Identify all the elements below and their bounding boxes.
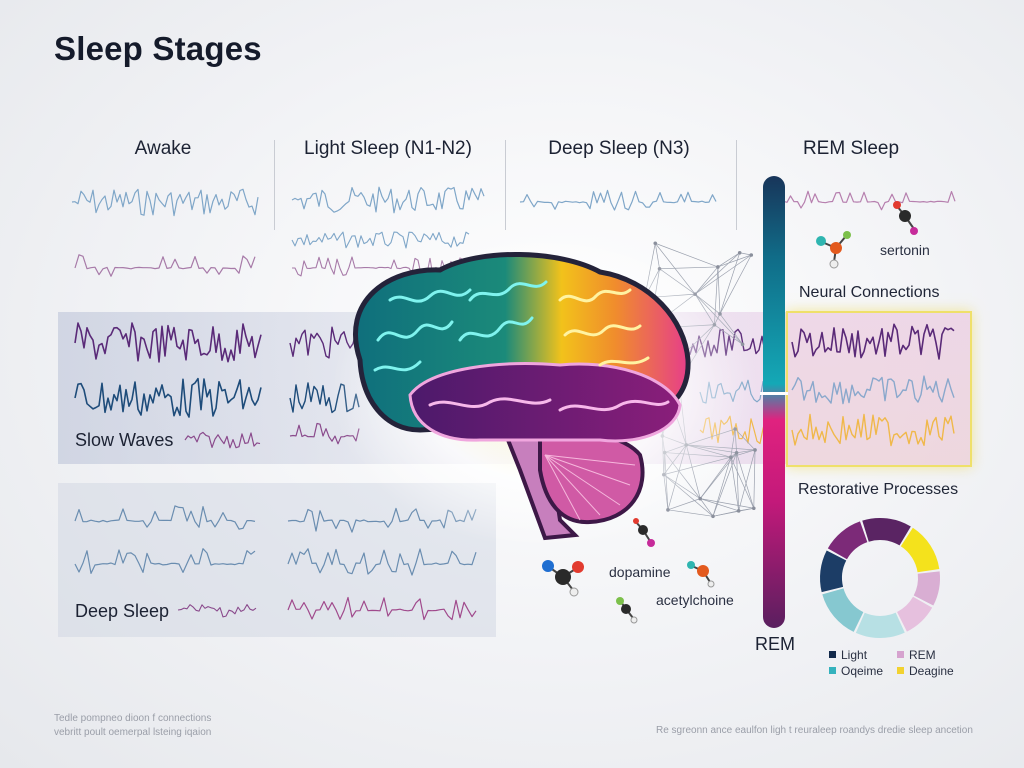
sleep-stage-gradient-bar [763,176,785,628]
neuro-molecule-icon [816,231,851,269]
eeg-wave [791,413,955,447]
donut-legend: Light REM Oqeime Deagine [829,648,969,684]
column-divider [274,140,275,230]
legend-label: Deagine [909,664,954,678]
eeg-wave [74,322,262,363]
legend-swatch [829,651,836,658]
eeg-wave [74,377,262,418]
serotonin-label: sertonin [880,242,930,258]
donut-segment [820,550,847,593]
deep-sleep-label: Deep Sleep [75,601,170,621]
eeg-wave [74,548,256,574]
eeg-wave [287,596,477,621]
acetylcholine-label: acetylchoine [656,592,734,608]
eeg-wave [74,254,256,277]
donut-segment [900,527,940,573]
stage-label-rem-sleep: REM Sleep [802,138,900,159]
acetylcholine-molecule-icon [687,561,715,588]
footer-left-line: vebritt poult oemerpal lsteing iqaion [54,727,212,738]
eeg-wave [791,323,955,360]
dopamine-label: dopamine [609,564,671,580]
stage-label-light-sleep: Light Sleep (N1-N2) [304,138,472,159]
legend-swatch [897,651,904,658]
donut-segment [822,588,864,632]
footer-left-note: Tedle pompneo dioon f connections vebrit… [54,712,211,740]
legend-label: Light [841,648,868,662]
rem-bar-label: REM [755,634,795,654]
stage-label-deep-sleep: Deep Sleep (N3) [548,138,690,159]
small-molecule-icon [633,518,655,547]
eeg-wave [184,431,261,449]
dopamine-molecule-icon [542,560,584,597]
eeg-wave [287,548,477,576]
donut-segment [862,518,911,546]
legend-swatch [829,667,836,674]
page-title: Sleep Stages [54,30,262,67]
legend-swatch [897,667,904,674]
gradient-bar-divider [760,392,788,395]
eeg-wave [519,189,717,211]
neural-connections-label: Neural Connections [799,284,940,301]
eeg-wave [291,186,485,214]
legend-label: REM [909,648,936,662]
slow-waves-label: Slow Waves [75,430,174,450]
footer-left-line: Tedle pompneo dioon f connections [54,713,212,724]
donut-segment [897,596,933,632]
donut-segment [855,612,905,639]
eeg-wave [791,375,955,405]
legend-label: Oqeime [841,664,884,678]
serotonin-molecule-icon [893,201,918,235]
column-divider [505,140,506,230]
donut-segment [827,521,868,560]
eeg-wave [779,190,956,211]
restorative-processes-label: Restorative Processes [798,481,959,498]
donut-segment [913,571,940,606]
column-divider [736,140,737,230]
eeg-wave [177,604,257,618]
footer-right-note: Re sgreonn ance eaulfon ligh t reuraleep… [656,725,973,736]
stage-label-awake: Awake [134,138,192,159]
small-molecule-icon [616,597,638,624]
eeg-wave [71,188,259,217]
eeg-wave [74,505,256,530]
